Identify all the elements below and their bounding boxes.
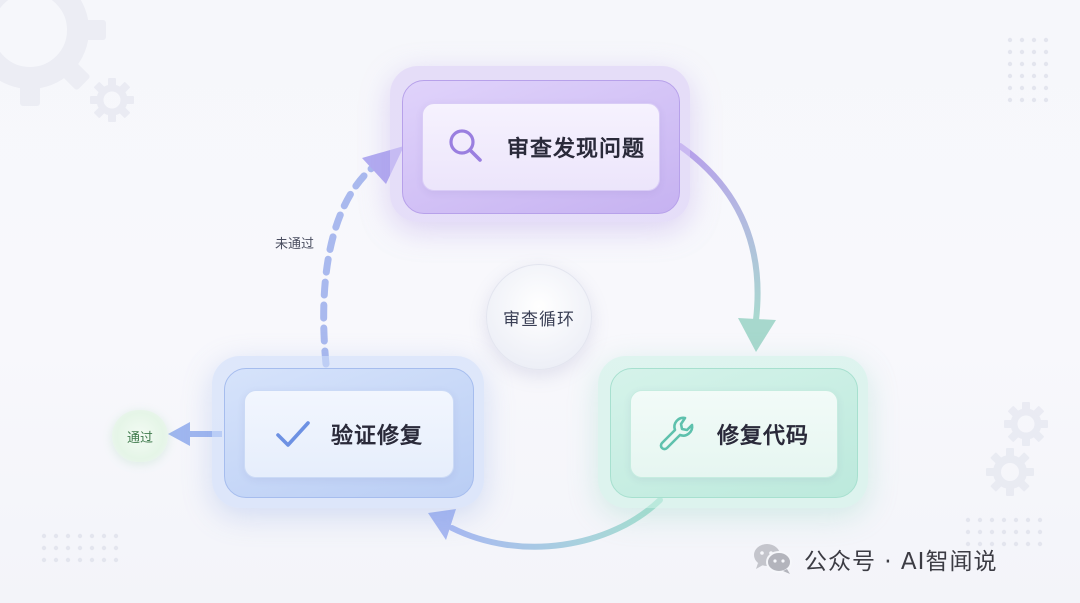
review-node-label: 审查发现问题 bbox=[507, 137, 646, 162]
dot-decor bbox=[101, 533, 107, 539]
wechat-icon bbox=[754, 544, 792, 574]
dot-decor bbox=[1043, 49, 1049, 55]
dot-decor bbox=[1001, 541, 1007, 547]
dot-decor bbox=[1007, 49, 1013, 55]
fix-node-label: 修复代码 bbox=[717, 424, 810, 449]
dot-decor bbox=[53, 545, 59, 551]
dot-decor bbox=[1013, 529, 1019, 535]
dot-decor bbox=[41, 533, 47, 539]
arrow-verify-to-review bbox=[320, 164, 376, 368]
wrench-icon bbox=[659, 416, 694, 451]
dot-decor bbox=[1007, 61, 1013, 67]
dot-decor bbox=[1043, 37, 1049, 43]
dot-decor bbox=[53, 557, 59, 563]
dot-decor bbox=[101, 545, 107, 551]
arrow-fix-to-verify bbox=[449, 497, 663, 550]
dot-decor bbox=[1031, 97, 1037, 103]
gear-icon bbox=[1004, 402, 1048, 446]
dot-decor bbox=[1043, 97, 1049, 103]
dot-decor bbox=[1031, 85, 1037, 91]
dot-decor bbox=[1043, 73, 1049, 79]
dot-decor bbox=[1025, 517, 1031, 523]
dot-decor bbox=[1025, 529, 1031, 535]
dot-decor bbox=[965, 517, 971, 523]
dot-decor bbox=[1019, 37, 1025, 43]
dot-decor bbox=[989, 529, 995, 535]
dot-decor bbox=[1019, 61, 1025, 67]
dot-decor bbox=[977, 517, 983, 523]
dot-decor bbox=[1019, 97, 1025, 103]
watermark-text: 公众号 · AI智闻说 bbox=[804, 549, 998, 575]
dot-decor bbox=[1007, 97, 1013, 103]
gear-icon bbox=[0, 0, 106, 106]
dot-decor bbox=[1001, 529, 1007, 535]
dot-decor bbox=[113, 533, 119, 539]
center-cycle-badge: 审查循环 bbox=[486, 264, 592, 370]
dot-decor bbox=[1031, 49, 1037, 55]
fail-edge-label: 未通过 bbox=[275, 237, 315, 252]
dot-decor bbox=[113, 557, 119, 563]
dot-decor bbox=[89, 545, 95, 551]
dot-decor bbox=[1037, 541, 1043, 547]
dot-decor bbox=[1031, 61, 1037, 67]
dot-decor bbox=[1019, 73, 1025, 79]
dot-decor bbox=[989, 541, 995, 547]
dot-decor bbox=[53, 533, 59, 539]
pass-badge: 通过 bbox=[112, 410, 168, 462]
dot-decor bbox=[1043, 61, 1049, 67]
dot-decor bbox=[1007, 85, 1013, 91]
dot-decor bbox=[1007, 37, 1013, 43]
checkmark-icon bbox=[276, 421, 310, 447]
dot-decor bbox=[101, 557, 107, 563]
gear-icon bbox=[90, 78, 134, 122]
arrowhead-verify-to-pass bbox=[168, 422, 190, 446]
verify-node-label: 验证修复 bbox=[331, 424, 424, 449]
arrow-review-to-fix bbox=[677, 143, 761, 323]
dot-decor bbox=[965, 541, 971, 547]
dot-grid-decor bbox=[41, 533, 119, 563]
dot-decor bbox=[965, 529, 971, 535]
gear-icon bbox=[986, 448, 1034, 496]
dot-decor bbox=[77, 533, 83, 539]
dot-decor bbox=[41, 545, 47, 551]
pass-label: 通过 bbox=[126, 430, 153, 446]
dot-decor bbox=[1007, 73, 1013, 79]
dot-decor bbox=[65, 545, 71, 551]
dot-decor bbox=[977, 541, 983, 547]
dot-decor bbox=[1019, 49, 1025, 55]
review-node: 审查发现问题 bbox=[422, 103, 660, 191]
dot-grid-decor bbox=[965, 517, 1043, 547]
arrowhead-review-to-fix bbox=[738, 318, 776, 352]
center-cycle-label: 审查循环 bbox=[503, 309, 575, 330]
verify-node: 验证修复 bbox=[244, 390, 454, 478]
dot-decor bbox=[1037, 517, 1043, 523]
watermark: 公众号 · AI智闻说 bbox=[752, 542, 997, 576]
dot-decor bbox=[65, 533, 71, 539]
dot-decor bbox=[1013, 541, 1019, 547]
dot-grid-decor bbox=[1007, 37, 1049, 103]
dot-decor bbox=[1001, 517, 1007, 523]
dot-decor bbox=[89, 533, 95, 539]
dot-decor bbox=[77, 545, 83, 551]
dot-decor bbox=[1037, 529, 1043, 535]
dot-decor bbox=[65, 557, 71, 563]
magnifier-icon bbox=[449, 129, 482, 162]
dot-decor bbox=[41, 557, 47, 563]
dot-decor bbox=[977, 529, 983, 535]
dot-decor bbox=[89, 557, 95, 563]
dot-decor bbox=[1031, 37, 1037, 43]
dot-decor bbox=[1013, 517, 1019, 523]
dot-decor bbox=[1025, 541, 1031, 547]
dot-decor bbox=[1031, 73, 1037, 79]
dot-decor bbox=[989, 517, 995, 523]
dot-decor bbox=[77, 557, 83, 563]
fix-node: 修复代码 bbox=[630, 390, 838, 478]
dot-decor bbox=[1043, 85, 1049, 91]
arrowhead-fix-to-verify bbox=[428, 509, 456, 540]
dot-decor bbox=[1019, 85, 1025, 91]
dot-decor bbox=[113, 545, 119, 551]
